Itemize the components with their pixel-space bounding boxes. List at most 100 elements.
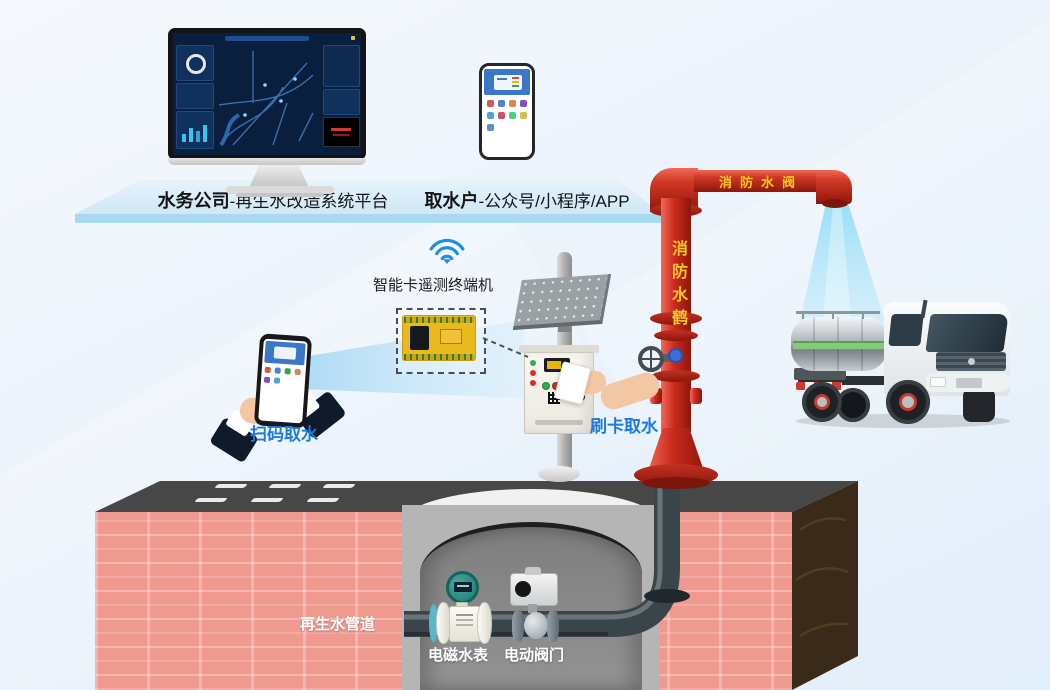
box-button-green [542,382,550,390]
terminal-label: 智能卡遥测终端机 [373,277,494,294]
crane-collar [654,330,698,341]
app-icon [487,112,494,119]
rtu-module [440,329,462,344]
platform-label-left-bold: 水务公司 [157,191,230,211]
dashboard-map [218,51,314,147]
mini-bar [196,131,200,142]
mini-bar [189,128,193,142]
handwheel-stem [660,354,672,362]
meter-label-plate [456,614,473,616]
indicator-led-green [530,360,536,366]
platform-surface [75,180,663,214]
platform-label-right: 取水户-公众号/小程序/APP [412,187,642,213]
meter-label-plate [456,624,473,626]
headlight [930,377,946,387]
monitor-stand [250,165,308,186]
platform-label-right-rest: -公众号/小程序/APP [478,192,630,211]
monitor [168,28,366,160]
app-icon [509,112,516,119]
handwheel-icon [638,346,664,372]
rail-post [832,313,834,319]
app-icon [487,124,494,131]
app-icon [498,100,505,107]
app-icon [498,112,505,119]
spout-tip [822,199,848,208]
valve-label: 电动阀门 [504,647,565,664]
truck-tank [791,317,887,371]
rail-post [802,313,804,319]
indicator-led-red [530,370,536,376]
recycled-pipe-label: 再生水管道 [300,616,376,633]
actuator-cap [525,567,541,575]
dashboard-status-dot [351,36,355,40]
truck-front-wheel [886,380,930,424]
meter-label: 电磁水表 [428,647,489,664]
app-icon [520,112,527,119]
pipe-flange [644,589,690,603]
crane-horizontal-label: 消防水阀 [718,175,803,190]
banner-bar [512,81,519,83]
dashboard-screen [173,33,361,155]
app-icon [520,100,527,107]
dashboard-panel [323,45,360,87]
rtu-terminal-strip [404,317,474,323]
dashboard-panel [323,89,360,115]
truck-grille [936,352,1006,371]
app-icon [487,100,494,107]
brand-badge [968,358,975,365]
phone-banner-card [494,75,522,90]
meter-label-plate [456,619,473,621]
dashboard-panel [176,111,214,149]
truck-rear-box [794,368,846,380]
meter-body [449,606,481,642]
mini-bar [182,134,186,142]
flow-meter-head [446,571,479,604]
meter-flange [477,602,492,644]
crane-collar [652,370,700,382]
mini-bar [203,125,207,142]
platform-front-edge [75,214,663,223]
valve-blue-cap [668,348,683,363]
crane-horizontal-pipe [694,170,820,192]
wifi-icon [429,238,465,264]
crane-vertical-label: 消防水鹤 [669,240,686,332]
alarm-text-line [333,134,349,136]
banner-bar [497,78,507,80]
valve-body [524,612,548,639]
pole-ground-collar [538,466,580,482]
truck-bumper [926,373,1010,392]
banner-bar [512,85,519,87]
truck-chassis [798,376,918,385]
wheel-hub [814,394,830,410]
banner-bar [512,77,519,79]
valve-flange [512,610,524,642]
display-window [547,361,561,369]
rtu-terminal-strip [404,354,474,360]
truck-far-wheel [963,388,995,422]
phone-app-header [484,69,530,95]
meter-blue-ring [429,604,438,642]
crane-collar [650,312,702,325]
valve-flange [547,610,559,642]
platform-label-right-bold: 取水户 [424,191,479,211]
valve-stem [528,604,537,613]
meter-digits [457,585,469,587]
crane-spout [816,170,852,204]
dashboard-panel [176,83,214,109]
phone [479,63,535,160]
dashboard-panel [176,45,214,81]
truck-rear-wheel [802,382,842,422]
tank-green-stripe [793,341,885,349]
dashboard-title-bar [225,36,309,41]
soil-texture [795,517,849,638]
crane-base-rim [642,477,710,489]
